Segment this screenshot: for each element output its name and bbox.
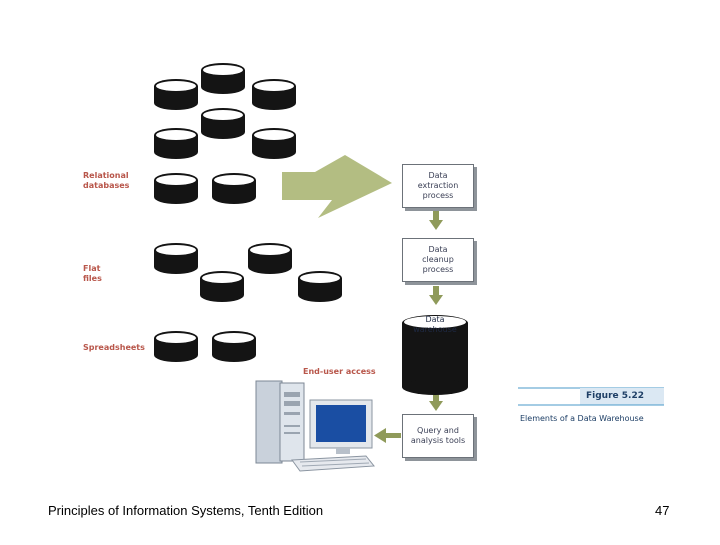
relational-db-icon bbox=[252, 128, 296, 159]
relational-databases-label: Relational databases bbox=[83, 171, 130, 190]
relational-db-icon bbox=[154, 128, 198, 159]
flat-files-label: Flat files bbox=[83, 264, 102, 283]
relational-db-icon bbox=[252, 79, 296, 110]
footer-book-title: Principles of Information Systems, Tenth… bbox=[48, 503, 324, 518]
spreadsheet-icon bbox=[154, 331, 198, 362]
cleanup-process-box: Data cleanup process bbox=[402, 238, 474, 282]
flat-file-icon bbox=[248, 243, 292, 274]
flat-file-icon bbox=[200, 271, 244, 302]
flat-file-icon bbox=[298, 271, 342, 302]
figure-number: Figure 5.22 bbox=[586, 391, 644, 401]
relational-db-icon bbox=[212, 173, 256, 204]
spreadsheet-icon bbox=[212, 331, 256, 362]
query-tools-box: Query and analysis tools bbox=[402, 414, 474, 458]
relational-db-icon bbox=[154, 79, 198, 110]
big-input-arrow bbox=[282, 155, 392, 218]
data-warehouse-cylinder-icon bbox=[402, 315, 468, 395]
figure-title: Elements of a Data Warehouse bbox=[520, 414, 644, 423]
page-number: 47 bbox=[655, 503, 670, 518]
relational-db-icon bbox=[201, 63, 245, 94]
relational-db-icon bbox=[201, 108, 245, 139]
down-arrow-icon bbox=[429, 286, 443, 305]
relational-db-icon bbox=[154, 173, 198, 204]
flat-file-icon bbox=[154, 243, 198, 274]
data-warehouse-label: Data warehouse bbox=[413, 315, 457, 334]
spreadsheets-label: Spreadsheets bbox=[83, 343, 145, 352]
end-user-access-label: End-user access bbox=[303, 367, 376, 376]
extraction-process-box: Data extraction process bbox=[402, 164, 474, 208]
left-arrow-icon bbox=[374, 428, 401, 443]
down-arrow-icon bbox=[429, 211, 443, 230]
computer-workstation-icon bbox=[255, 380, 375, 472]
figure-number-band bbox=[580, 388, 664, 405]
